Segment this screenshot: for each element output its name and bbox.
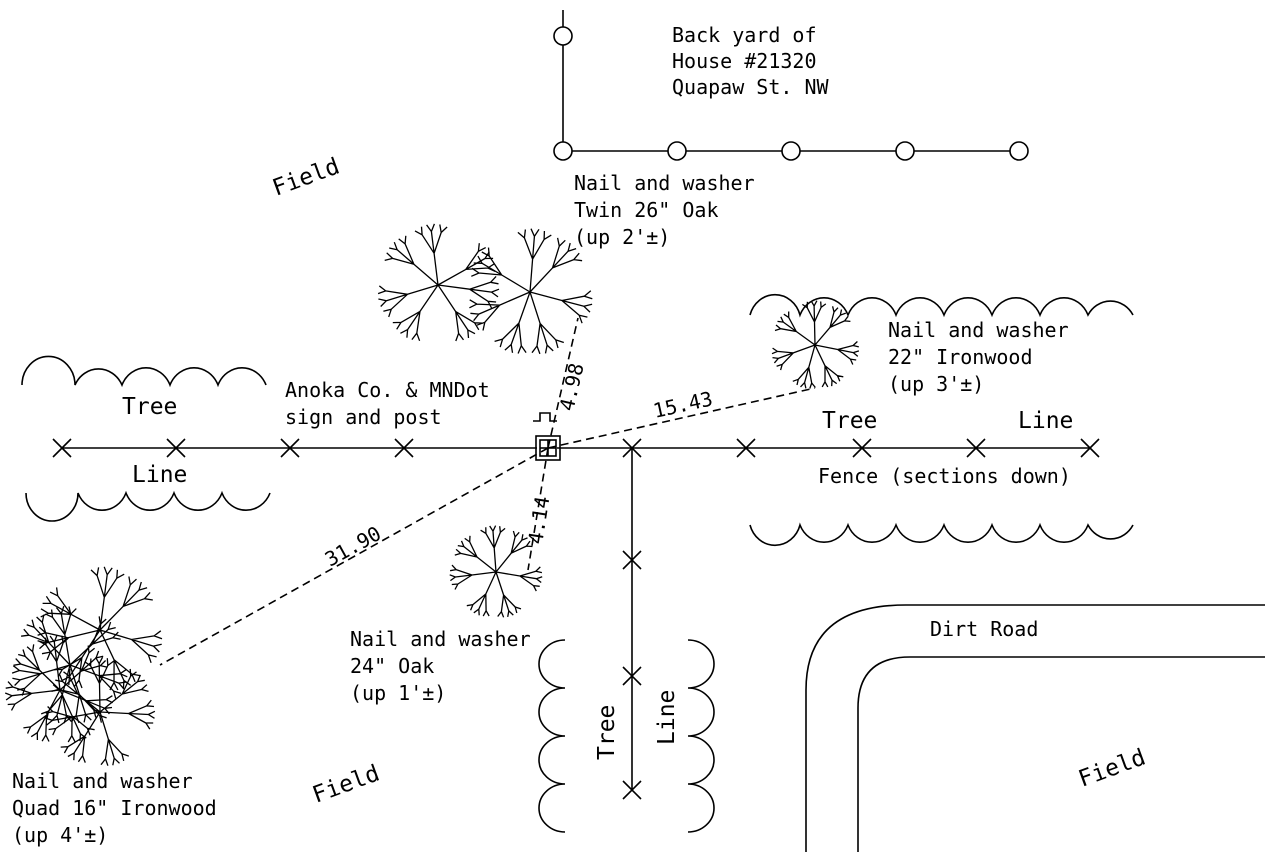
- tree-symbol: [449, 525, 543, 618]
- oak-24-label: Nail and washer 24" Oak (up 1'±): [350, 627, 531, 705]
- tree-symbol: [771, 300, 860, 389]
- tree-label-left: Tree: [122, 394, 177, 420]
- tree-symbol: [11, 605, 128, 724]
- tree-line-left-bottom: [25, 490, 271, 522]
- tree-line-left-top: [21, 355, 267, 388]
- pole-marker: [1009, 141, 1029, 161]
- oak-24-line-2: 24" Oak: [350, 654, 434, 678]
- line-label-left: Line: [132, 462, 187, 488]
- pole-marker: [553, 26, 573, 46]
- sign-post-line-1: Anoka Co. & MNDot: [285, 378, 490, 402]
- tree-symbol: [45, 656, 156, 766]
- line-label-bottom: Line: [654, 690, 680, 745]
- dirt-road: [805, 604, 1265, 852]
- twin-oak-line-2: Twin 26" Oak: [574, 198, 719, 222]
- fence-post-marker: [622, 780, 642, 800]
- tree-line-bottom-right: [687, 639, 715, 833]
- oak-24-line-3: (up 1'±): [350, 681, 446, 705]
- tree-label-bottom: Tree: [594, 705, 620, 760]
- ironwood-22-label: Nail and washer 22" Ironwood (up 3'±): [888, 318, 1069, 396]
- pole-marker: [895, 141, 915, 161]
- fence-post-marker: [166, 438, 186, 458]
- fence-post-marker: [394, 438, 414, 458]
- backyard-line-3: Quapaw St. NW: [672, 75, 829, 99]
- tie-lines: [159, 317, 816, 666]
- pole-marker: [781, 141, 801, 161]
- field-label-top: Field: [269, 154, 343, 202]
- twin-oak-label: Nail and washer Twin 26" Oak (up 2'±): [574, 171, 755, 249]
- dimension-ironwood-quad: 31.90: [321, 521, 385, 571]
- pole-marker: [667, 141, 687, 161]
- fence-post-marker: [52, 438, 72, 458]
- sign-post-line-2: sign and post: [285, 405, 442, 429]
- oak-24-line-1: Nail and washer: [350, 627, 531, 651]
- pole-line: [553, 10, 1029, 161]
- trees: [4, 223, 860, 766]
- dirt-road-label: Dirt Road: [930, 617, 1038, 641]
- fence-post-marker: [1080, 438, 1100, 458]
- line-label-right: Line: [1018, 408, 1073, 434]
- ironwood-quad-line-1: Nail and washer: [12, 769, 193, 793]
- ironwood-22-line-2: 22" Ironwood: [888, 345, 1033, 369]
- tree-symbol: [377, 223, 500, 342]
- sign-post-label: Anoka Co. & MNDot sign and post: [285, 378, 490, 429]
- dimension-ironwood: 15.43: [651, 386, 715, 422]
- fence-label: Fence (sections down): [818, 464, 1071, 488]
- ironwood-quad-label: Nail and washer Quad 16" Ironwood (up 4'…: [12, 769, 217, 847]
- dimension-oak-24: 4.14: [523, 494, 554, 545]
- backyard-line-1: Back yard of: [672, 23, 817, 47]
- ironwood-quad-line-2: Quad 16" Ironwood: [12, 796, 217, 820]
- ironwood-22-line-1: Nail and washer: [888, 318, 1069, 342]
- field-label-right: Field: [1075, 745, 1149, 793]
- backyard-label: Back yard of House #21320 Quapaw St. NW: [672, 23, 829, 99]
- twin-oak-line-1: Nail and washer: [574, 171, 755, 195]
- twin-oak-line-3: (up 2'±): [574, 225, 670, 249]
- fence-post-marker: [280, 438, 300, 458]
- tree-symbol: [4, 634, 114, 743]
- dimension-twin-oak: 4.98: [554, 361, 588, 413]
- fence-post-marker: [622, 666, 642, 686]
- ironwood-22-line-3: (up 3'±): [888, 372, 984, 396]
- fence-post-marker: [622, 438, 642, 458]
- fence-post-marker: [622, 550, 642, 570]
- tree-line-bottom-left: [538, 639, 566, 833]
- fence-post-marker: [966, 438, 986, 458]
- tree-symbol: [469, 228, 593, 355]
- field-label-bottom-left: Field: [309, 761, 383, 809]
- tree-line-right-bottom: [749, 522, 1134, 547]
- ironwood-quad-line-3: (up 4'±): [12, 823, 108, 847]
- fence-post-marker: [852, 438, 872, 458]
- backyard-line-2: House #21320: [672, 49, 817, 73]
- pole-marker: [553, 141, 573, 161]
- tree-label-right: Tree: [822, 408, 877, 434]
- fence-line: [52, 438, 1100, 800]
- fence-post-marker: [736, 438, 756, 458]
